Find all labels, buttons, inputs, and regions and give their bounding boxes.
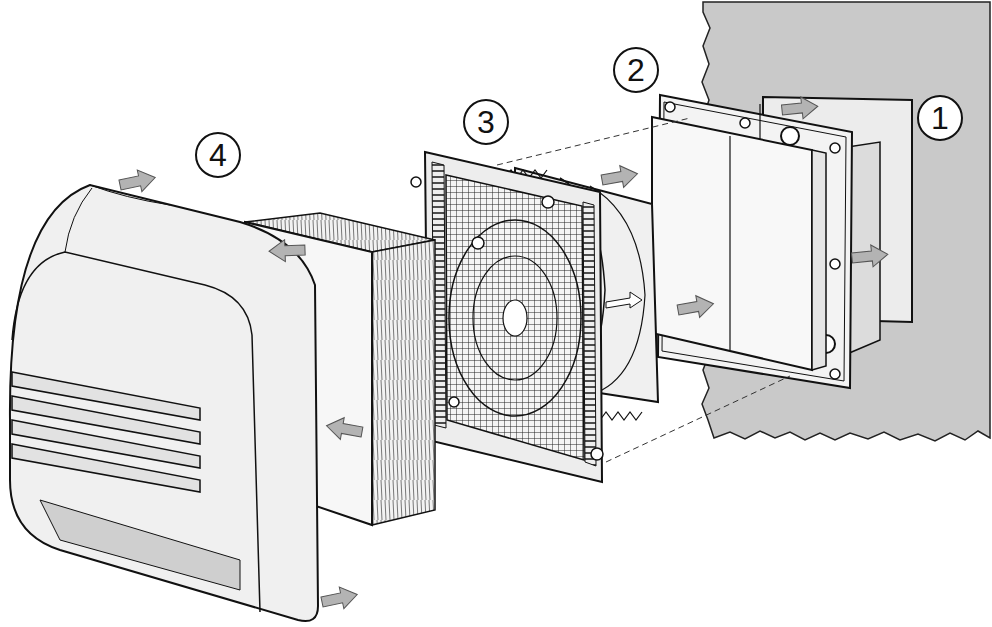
callout-number: 1 xyxy=(917,95,963,141)
callout-number: 2 xyxy=(613,47,659,93)
callout-number: 3 xyxy=(463,99,509,145)
callout-number: 4 xyxy=(195,132,241,178)
